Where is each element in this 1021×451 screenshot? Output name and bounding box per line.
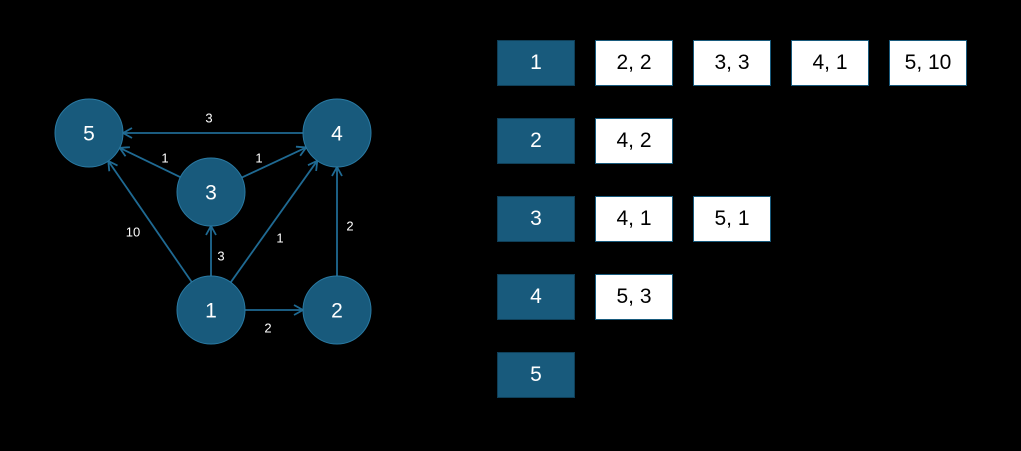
- edge-weight-1-to-3: 3: [217, 249, 224, 264]
- graph-node-label: 1: [205, 300, 217, 323]
- edge-weight-2-to-4: 2: [346, 219, 353, 234]
- edge-weight-1-to-5: 10: [126, 225, 140, 240]
- graph-node-label: 4: [331, 123, 343, 146]
- adjacency-entry: 4, 2: [595, 118, 673, 164]
- edge-1-to-4: [229, 159, 319, 283]
- edge-1-to-5: [107, 159, 193, 283]
- adjacency-vertex-1: 1: [497, 40, 575, 86]
- edge-3-to-4: [241, 145, 308, 179]
- graph-node-label: 5: [83, 123, 95, 146]
- adjacency-vertex-3: 3: [497, 196, 575, 242]
- graph-node-circle: [176, 275, 246, 345]
- graph-node-circle: [54, 98, 124, 168]
- adjacency-entry: 2, 2: [595, 40, 673, 86]
- graph-node-label: 2: [331, 300, 343, 323]
- adjacency-entry: 5, 10: [889, 40, 967, 86]
- graph-node-2: 2: [302, 275, 372, 345]
- graph-node-4: 4: [302, 98, 372, 168]
- graph-node-circle: [176, 157, 246, 227]
- graph-node-5: 5: [54, 98, 124, 168]
- edge-weight-1-to-2: 2: [264, 321, 271, 336]
- adjacency-vertex-2: 2: [497, 118, 575, 164]
- graph-node-circle: [302, 98, 372, 168]
- graph-node-1: 1: [176, 275, 246, 345]
- adjacency-vertex-5: 5: [497, 352, 575, 398]
- edge-weight-1-to-4: 1: [276, 231, 283, 246]
- adjacency-entry: 4, 1: [791, 40, 869, 86]
- graph-node-3: 3: [176, 157, 246, 227]
- graph-node-label: 3: [205, 182, 217, 205]
- edge-3-to-5: [117, 146, 181, 179]
- adjacency-entry: 5, 3: [595, 274, 673, 320]
- adjacency-vertex-4: 4: [497, 274, 575, 320]
- graph-node-circle: [302, 275, 372, 345]
- adjacency-entry: 5, 1: [693, 196, 771, 242]
- edge-weight-3-to-5: 1: [161, 151, 168, 166]
- adjacency-entry: 3, 3: [693, 40, 771, 86]
- adjacency-entry: 4, 1: [595, 196, 673, 242]
- edge-weight-4-to-5: 3: [205, 111, 212, 126]
- edge-weight-3-to-4: 1: [255, 151, 262, 166]
